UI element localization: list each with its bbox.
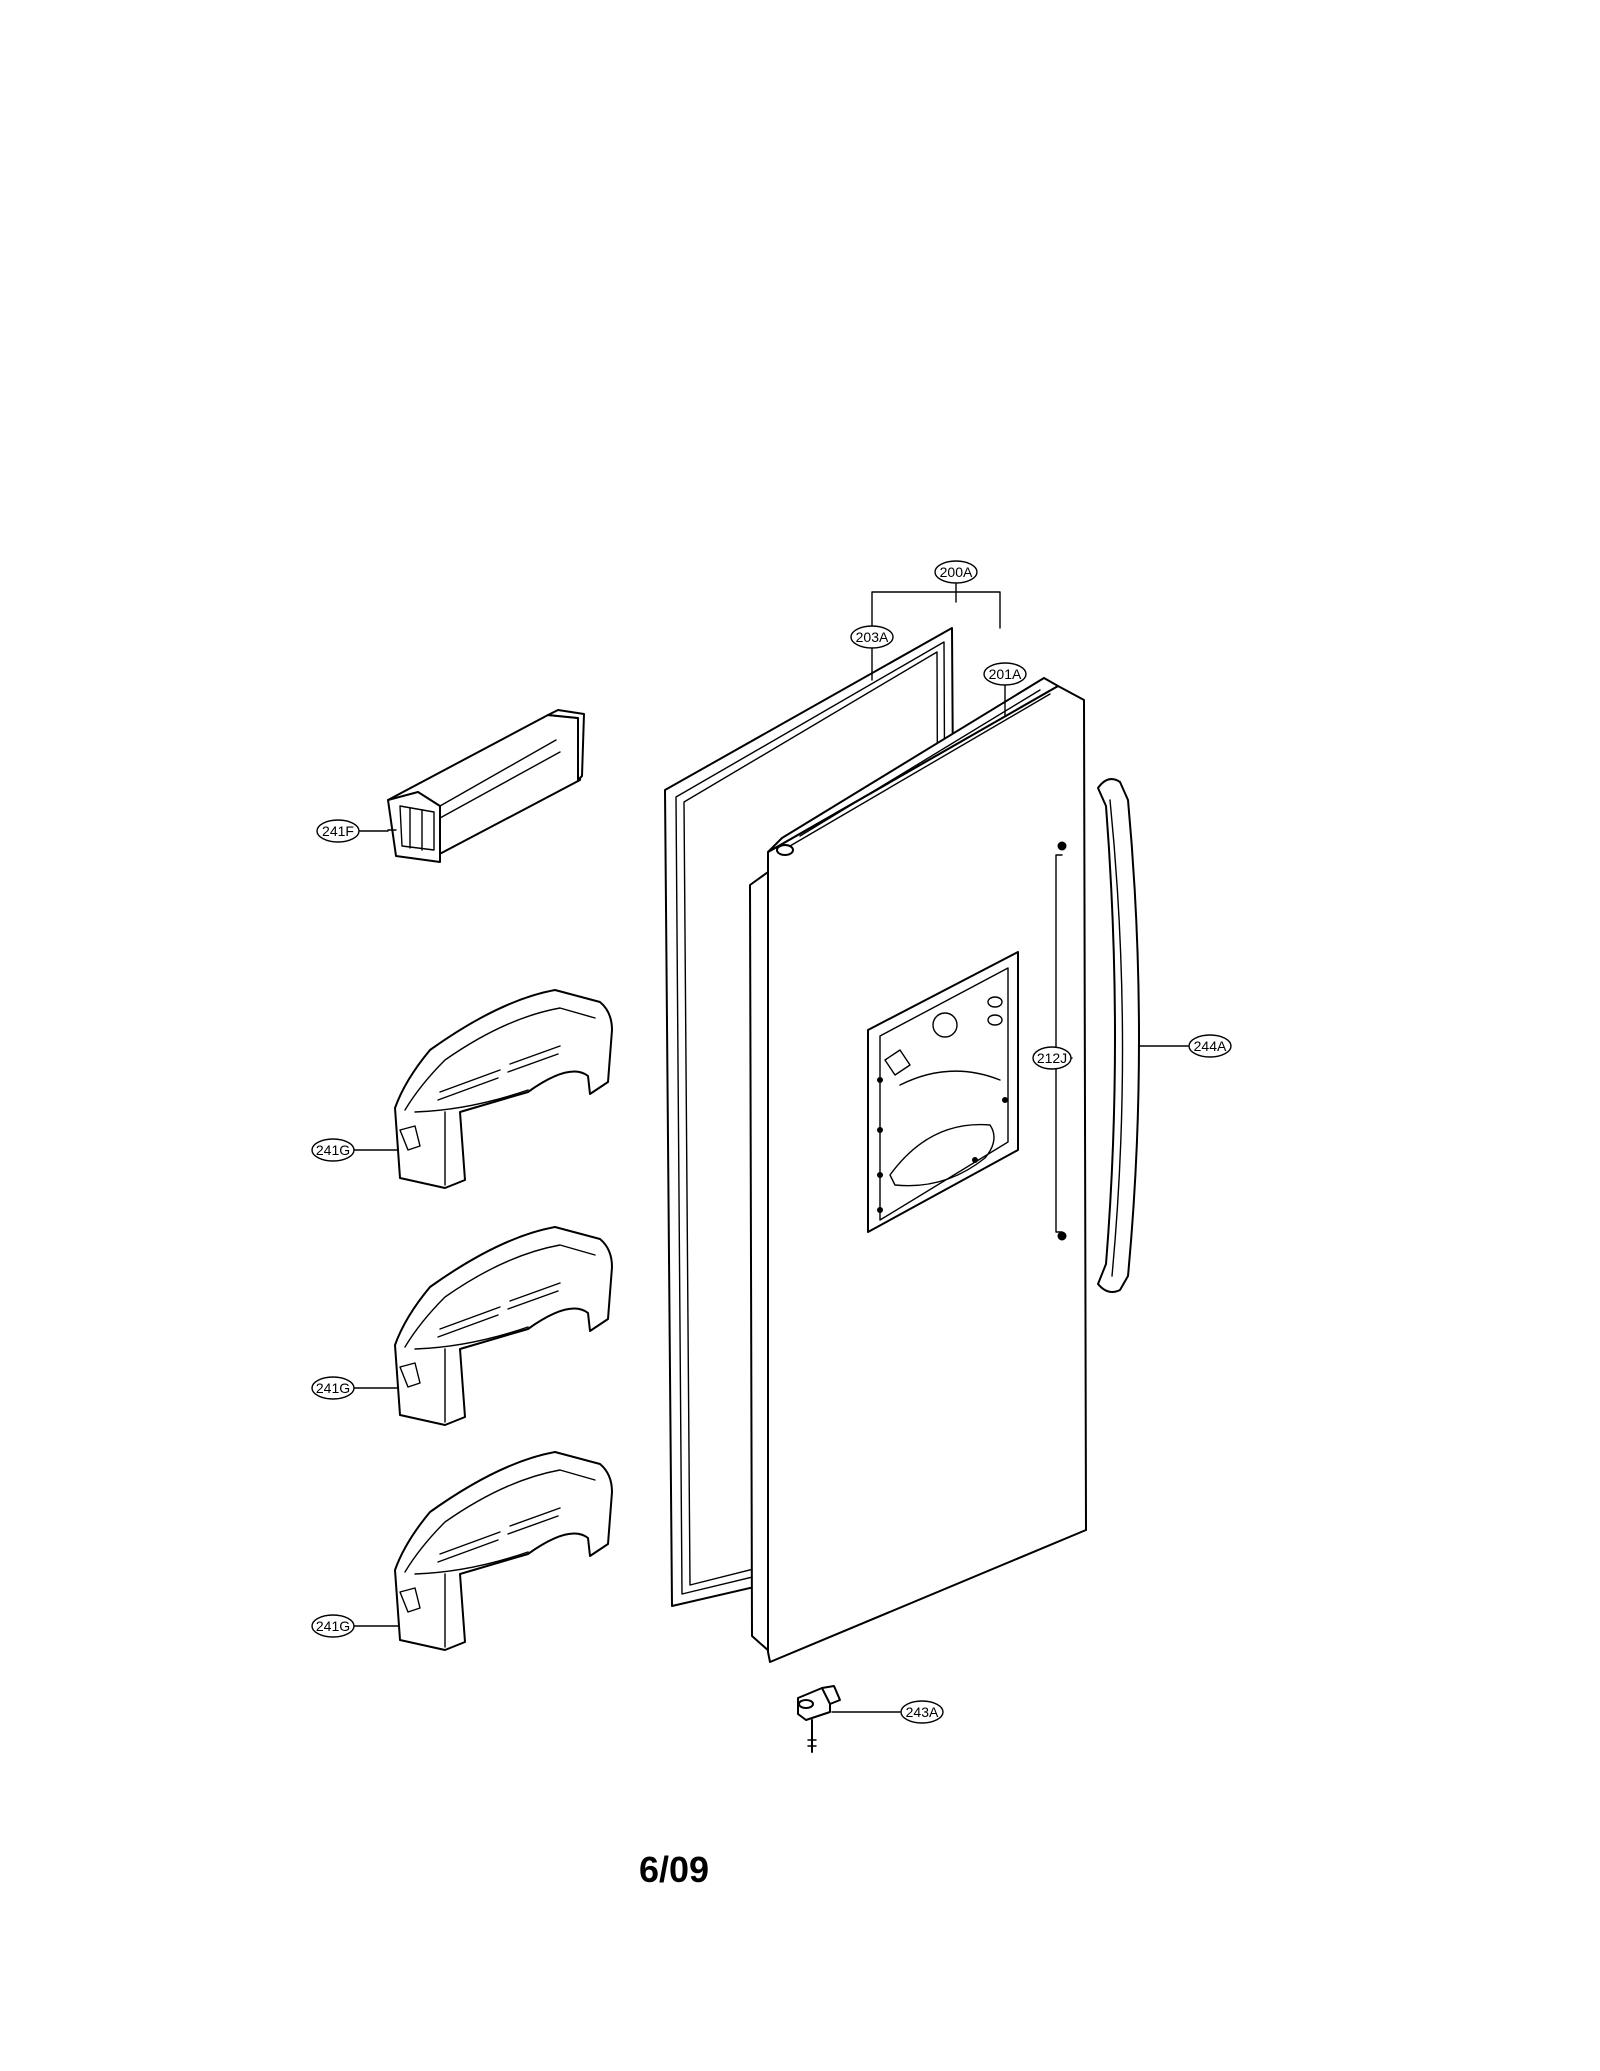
door-bin-3 bbox=[394, 1451, 613, 1651]
callout-label: 244A bbox=[1194, 1038, 1227, 1054]
callout-label: 241G bbox=[316, 1142, 350, 1158]
callout-200A: 200A bbox=[934, 560, 978, 584]
callout-243A: 243A bbox=[900, 1700, 944, 1724]
door-bin-2 bbox=[394, 1226, 613, 1426]
callout-244A: 244A bbox=[1188, 1034, 1232, 1058]
page-number: 6/09 bbox=[639, 1849, 709, 1890]
callout-241G-2: 241G bbox=[311, 1376, 355, 1400]
callout-label: 241G bbox=[316, 1380, 350, 1396]
callout-label: 243A bbox=[906, 1704, 939, 1720]
callout-label: 203A bbox=[856, 629, 889, 645]
door-handle bbox=[1097, 778, 1140, 1293]
callout-241G-3: 241G bbox=[311, 1614, 355, 1638]
callout-label: 241G bbox=[316, 1618, 350, 1634]
door-bin-small bbox=[387, 709, 585, 863]
callout-label: 200A bbox=[940, 564, 973, 580]
callout-241F: 241F bbox=[316, 819, 360, 843]
callout-label: 241F bbox=[322, 823, 354, 839]
door-bin-1 bbox=[394, 989, 613, 1189]
callout-241G-1: 241G bbox=[311, 1138, 355, 1162]
callout-203A: 203A bbox=[850, 625, 894, 649]
lower-hinge bbox=[797, 1685, 841, 1753]
callout-212J: 212J bbox=[1032, 1046, 1072, 1070]
callout-label: 201A bbox=[989, 666, 1022, 682]
callout-label: 212J bbox=[1037, 1050, 1067, 1066]
callout-201A: 201A bbox=[983, 662, 1027, 686]
dispenser-recess bbox=[867, 951, 1019, 1233]
refrigerator-door bbox=[749, 677, 1087, 1663]
